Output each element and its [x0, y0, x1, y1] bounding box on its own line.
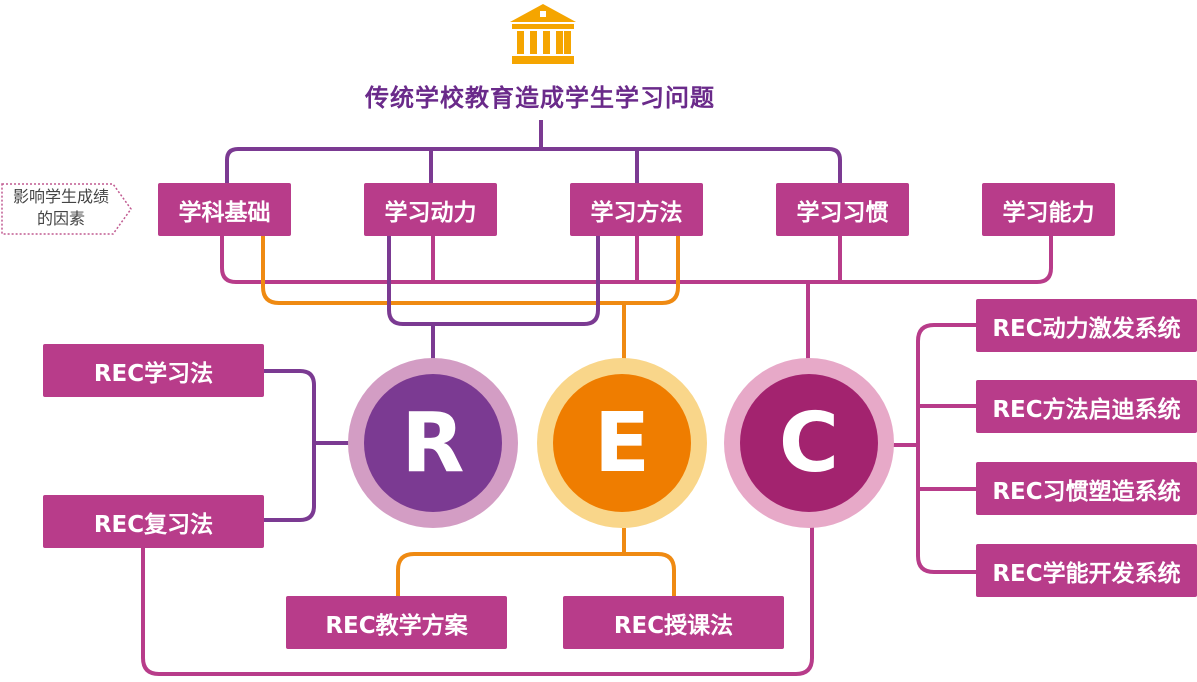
bank-icon	[510, 4, 576, 64]
rec-teaching-plan-box: REC教学方案	[286, 596, 507, 649]
rec-review-method-box: REC复习法	[43, 495, 264, 548]
rec-study-method-box: REC学习法	[43, 344, 264, 397]
factor-habit: 学习习惯	[776, 183, 909, 236]
left-bracket	[264, 369, 316, 522]
factor-top-bracket	[225, 147, 842, 183]
orange-bracket	[261, 236, 680, 305]
rec-habit-system-box: REC习惯塑造系统	[976, 462, 1197, 515]
rec-method-system-box: REC方法启迪系统	[976, 380, 1197, 433]
side-tag-shape	[1, 183, 132, 235]
rec-ability-system-box: REC学能开发系统	[976, 544, 1197, 597]
factor-ability: 学习能力	[982, 183, 1115, 236]
rec-lecture-method-box: REC授课法	[563, 596, 784, 649]
rec-motivation-system-box: REC动力激发系统	[976, 299, 1197, 352]
e-circle: E	[553, 374, 691, 512]
review-loop	[141, 525, 814, 676]
systems-bracket	[916, 323, 976, 574]
purple-bracket	[387, 236, 600, 326]
diagram-title: 传统学校教育造成学生学习问题	[365, 84, 715, 112]
r-circle: R	[364, 374, 502, 512]
factor-method: 学习方法	[570, 183, 703, 236]
bottom-bracket	[396, 552, 676, 596]
c-circle: C	[740, 374, 878, 512]
factor-motivation: 学习动力	[364, 183, 497, 236]
factor-subject-basis: 学科基础	[158, 183, 291, 236]
side-tag-label: 影响学生成绩的因素	[12, 187, 109, 228]
